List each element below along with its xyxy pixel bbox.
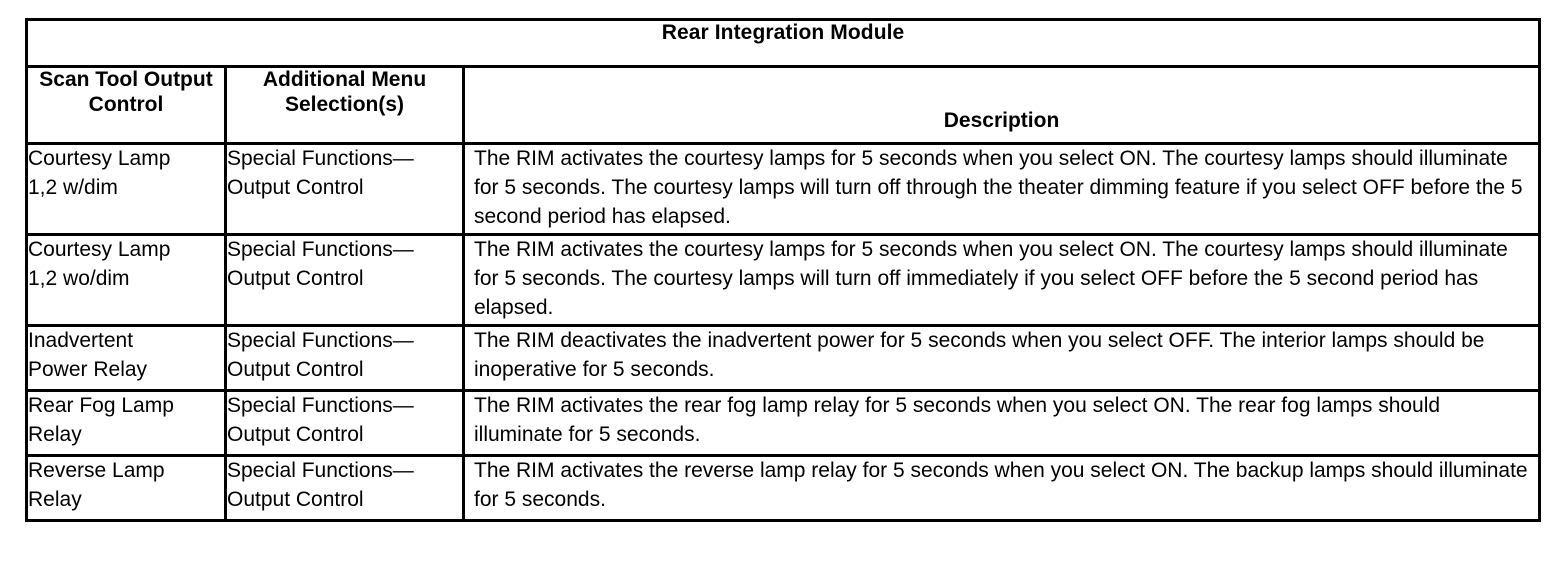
cell-scan-tool-output-control: Inadvertent Power Relay (25, 324, 227, 392)
cell-additional-menu-selections: Special Functions— Output Control (224, 142, 465, 236)
cell-description: The RIM activates the rear fog lamp rela… (461, 389, 1542, 457)
table-title-row: Rear Integration Module (24, 18, 1542, 68)
table-row: Courtesy Lamp 1,2 wo/dim Special Functio… (25, 233, 1542, 327)
cell-description: The RIM deactivates the inadvertent powe… (461, 324, 1542, 392)
cell-additional-menu-selections: Special Functions— Output Control (224, 454, 465, 522)
rear-integration-module-table: Rear Integration Module Scan Tool Output… (24, 18, 1542, 522)
cell-description: The RIM activates the courtesy lamps for… (461, 233, 1542, 327)
cell-scan-tool-output-control: Courtesy Lamp 1,2 wo/dim (25, 233, 227, 327)
cell-additional-menu-selections: Special Functions— Output Control (224, 389, 465, 457)
column-header-description: Description (461, 65, 1542, 145)
cell-description: The RIM activates the courtesy lamps for… (461, 142, 1542, 236)
column-header-additional-menu-selections: Additional Menu Selection(s) (224, 65, 465, 145)
table-row: Reverse Lamp Relay Special Functions— Ou… (25, 454, 1542, 522)
cell-additional-menu-selections: Special Functions— Output Control (224, 233, 465, 327)
table-row: Courtesy Lamp 1,2 w/dim Special Function… (25, 142, 1542, 236)
cell-description: The RIM activates the reverse lamp relay… (461, 454, 1542, 522)
cell-scan-tool-output-control: Reverse Lamp Relay (25, 454, 227, 522)
cell-additional-menu-selections: Special Functions— Output Control (224, 324, 465, 392)
table-row: Inadvertent Power Relay Special Function… (25, 324, 1542, 392)
table-row: Rear Fog Lamp Relay Special Functions— O… (25, 389, 1542, 457)
cell-scan-tool-output-control: Courtesy Lamp 1,2 w/dim (25, 142, 227, 236)
column-header-scan-tool-output-control: Scan Tool Output Control (25, 65, 227, 145)
table-title: Rear Integration Module (24, 18, 1542, 68)
cell-scan-tool-output-control: Rear Fog Lamp Relay (25, 389, 227, 457)
table-header-row: Scan Tool Output Control Additional Menu… (25, 65, 1542, 145)
